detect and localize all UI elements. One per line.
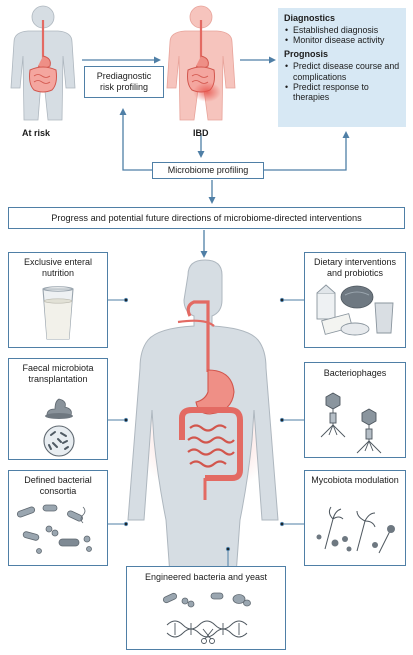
prediagnostic-box: Prediagnostic risk profiling <box>84 66 164 98</box>
engineered-microbes-icon <box>162 592 251 644</box>
consortia-label: Defined bacterial consortia <box>24 475 92 496</box>
interventions-banner: Progress and potential future directions… <box>8 207 405 229</box>
ibd-figure <box>166 5 236 121</box>
at-risk-figure <box>10 5 76 121</box>
prognosis-heading: Prognosis <box>284 49 329 60</box>
prognosis-item: Predict response to therapies <box>285 82 400 102</box>
stool-and-microbiota-icon <box>43 398 75 457</box>
engineered-label: Engineered bacteria and yeast <box>144 572 268 582</box>
diagnostics-prognosis-panel: Diagnostics Established diagnosis Monito… <box>278 8 406 127</box>
dietary-label: Dietary interventions and probiotics <box>313 257 397 278</box>
central-body-figure <box>127 259 279 576</box>
fmt-label: Faecal microbiota transplantation <box>22 363 94 384</box>
at-risk-label: At risk <box>22 128 51 138</box>
bacteriophage-icon <box>320 392 382 454</box>
box-mycobiota-modulation: Mycobiota modulation <box>304 470 406 566</box>
prognosis-item: Predict disease course and complications <box>285 61 400 81</box>
ibd-label: IBD <box>193 128 209 138</box>
food-icon <box>316 284 394 336</box>
prediagnostic-label: Prediagnostic risk profiling <box>96 71 152 92</box>
diagnostics-heading: Diagnostics <box>284 13 336 23</box>
box-dietary-interventions-probiotics: Dietary interventions and probiotics <box>304 252 406 348</box>
prognosis-list: Predict disease course and complications… <box>284 61 400 102</box>
fungi-icon <box>316 506 395 554</box>
banner-label: Progress and potential future directions… <box>51 213 362 223</box>
bacteria-icon <box>16 504 92 554</box>
glass-icon <box>42 286 74 340</box>
box-bacteriophages: Bacteriophages <box>304 362 406 458</box>
een-label: Exclusive enteral nutrition <box>23 257 93 278</box>
box-defined-bacterial-consortia: Defined bacterial consortia <box>8 470 108 566</box>
phages-label: Bacteriophages <box>323 368 387 378</box>
microbiome-profiling-box: Microbiome profiling <box>152 162 264 179</box>
scissors-icon <box>201 628 215 644</box>
box-exclusive-enteral-nutrition: Exclusive enteral nutrition <box>8 252 108 348</box>
diagnostics-item: Monitor disease activity <box>285 35 400 45</box>
mycobiota-label: Mycobiota modulation <box>311 475 399 485</box>
microbiome-profiling-label: Microbiome profiling <box>167 165 249 175</box>
box-faecal-microbiota-transplantation: Faecal microbiota transplantation <box>8 358 108 460</box>
diagnostics-list: Established diagnosis Monitor disease ac… <box>284 25 400 46</box>
diagnostics-item: Established diagnosis <box>285 25 400 35</box>
box-engineered-bacteria-yeast: Engineered bacteria and yeast <box>126 566 286 650</box>
box-connectors <box>108 297 304 566</box>
